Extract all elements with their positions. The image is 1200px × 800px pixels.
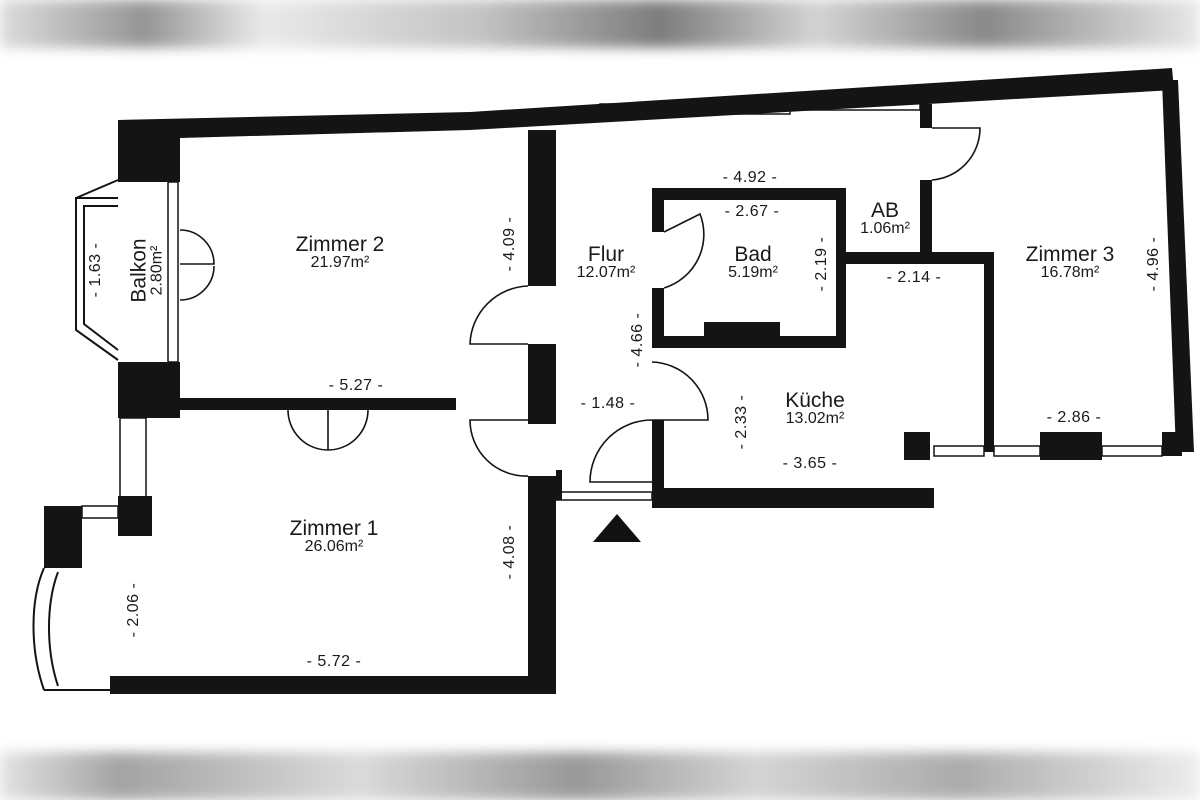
room-zimmer3-name: Zimmer 3: [1025, 243, 1115, 266]
wall-bottom-z1: [110, 676, 556, 694]
door-z1-flur: [469, 419, 529, 477]
window-z2-west: [167, 181, 179, 363]
door-flur-kue: [651, 361, 709, 421]
entrance-triangle-icon: [593, 514, 641, 542]
room-bad: Bad 5.19m²: [698, 244, 808, 281]
dim-z2-4-09: - 4.09 -: [501, 216, 518, 272]
wall-bad-bottom: [652, 336, 846, 348]
window-bay: [81, 505, 119, 519]
wall-kue-bottom: [652, 488, 934, 508]
room-kueche-name: Küche: [785, 389, 845, 412]
door-entrance: [589, 419, 653, 483]
wall-bad-left: [652, 188, 664, 232]
wall-bad-block: [704, 322, 780, 338]
door-z1-z2-double: [287, 409, 369, 451]
wall-top-right: [470, 68, 1174, 130]
room-zimmer3: Zimmer 3 16.78m²: [1000, 244, 1140, 281]
door-balkon: [179, 229, 215, 301]
wall-top: [118, 112, 470, 180]
wall-z3-bottom-block: [1040, 432, 1102, 460]
dim-z2-5-27: - 5.27 -: [328, 377, 384, 394]
wall-z3-top-mid: [920, 104, 932, 128]
wall-kue-left: [652, 420, 664, 506]
wall-right: [1162, 80, 1194, 452]
room-bad-name: Bad: [734, 243, 772, 266]
dim-z3-2-86: - 2.86 -: [1046, 409, 1102, 426]
wall-bad-top: [652, 188, 840, 200]
window-z1-west: [119, 417, 147, 499]
wall-entrance-left: [556, 470, 562, 500]
room-kueche-area: 13.02m²: [785, 410, 845, 427]
window-kue-bottom: [933, 445, 985, 457]
room-bad-area: 5.19m²: [728, 264, 778, 281]
wall-z1-z2: [178, 398, 456, 410]
room-ab-name: AB: [870, 199, 899, 222]
room-balkon-area: 2.80m²: [148, 245, 166, 296]
room-zimmer3-area: 16.78m²: [1040, 264, 1100, 281]
room-zimmer2-area: 21.97m²: [310, 254, 370, 271]
wall-bad-left-low: [652, 288, 664, 344]
dim-bad-2-19: - 2.19 -: [813, 236, 830, 292]
wall-west-mid: [118, 362, 180, 418]
door-z2-flur: [469, 285, 529, 345]
room-balkon-name: Balkon: [127, 238, 151, 303]
dim-flur-1-48: - 1.48 -: [580, 395, 636, 412]
door-z3: [931, 127, 981, 181]
dim-balkon-1-63: - 1.63 -: [87, 242, 104, 298]
dim-z1-4-08: - 4.08 -: [501, 524, 518, 580]
wall-bad-right: [836, 188, 846, 348]
room-zimmer1-name: Zimmer 1: [289, 517, 379, 540]
wall-west-low: [118, 496, 152, 536]
room-balkon: Balkon 2.80m²: [127, 216, 166, 326]
dim-kue-2-33: - 2.33 -: [733, 394, 750, 450]
wall-kue-block: [904, 432, 930, 460]
wall-bay-top: [44, 506, 82, 568]
window-z3-bottom-2: [1101, 445, 1163, 457]
window-top-2: [789, 99, 921, 111]
wall-central-mid: [528, 344, 556, 424]
dim-top-4-92: - 4.92 -: [722, 169, 778, 186]
bay-window: [32, 567, 110, 691]
balkon-outline: [75, 179, 119, 361]
room-flur-area: 12.07m²: [576, 264, 636, 281]
dim-bad-2-67: - 2.67 -: [724, 203, 780, 220]
dim-kue-3-65: - 3.65 -: [782, 455, 838, 472]
wall-z3-left: [984, 252, 994, 452]
room-zimmer2-name: Zimmer 2: [295, 233, 385, 256]
room-flur: Flur 12.07m²: [556, 244, 656, 281]
dim-z1-5-72: - 5.72 -: [306, 653, 362, 670]
door-bad: [663, 212, 705, 289]
entrance-sill: [555, 491, 653, 501]
wall-west-upper: [118, 120, 180, 182]
wall-z3-bottom-right: [1162, 432, 1182, 456]
wall-ab-bottom: [840, 252, 992, 264]
wall-ab-right: [920, 180, 932, 252]
room-zimmer1: Zimmer 1 26.06m²: [264, 518, 404, 555]
dim-flur-4-66: - 4.66 -: [629, 312, 646, 368]
dim-kue-2-14: - 2.14 -: [886, 269, 942, 286]
dim-z3-4-96: - 4.96 -: [1145, 236, 1162, 292]
window-z3-bottom-1: [993, 445, 1041, 457]
room-zimmer2: Zimmer 2 21.97m²: [270, 234, 410, 271]
dim-z1-2-06: - 2.06 -: [125, 582, 142, 638]
wall-central-upper: [528, 130, 556, 286]
wall-central-lower: [528, 476, 556, 692]
room-flur-name: Flur: [587, 243, 625, 266]
room-ab-area: 1.06m²: [860, 220, 910, 237]
room-zimmer1-area: 26.06m²: [304, 538, 364, 555]
room-ab: AB 1.06m²: [840, 200, 930, 237]
room-kueche: Küche 13.02m²: [760, 390, 870, 427]
